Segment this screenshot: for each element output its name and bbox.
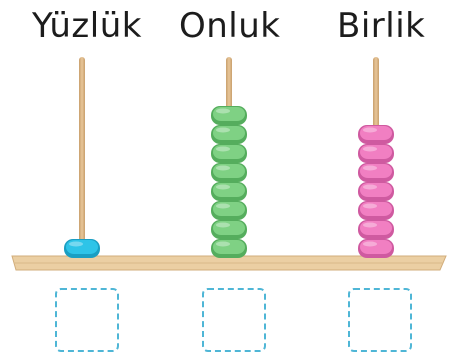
bead-birlik xyxy=(358,182,394,201)
answer-box-birlik[interactable] xyxy=(348,288,412,352)
bead-onluk xyxy=(211,144,247,163)
answer-box-onluk[interactable] xyxy=(202,288,266,352)
answer-box-yuzluk[interactable] xyxy=(55,288,119,352)
bead-birlik xyxy=(358,125,394,144)
bead-onluk xyxy=(211,106,247,125)
bead-onluk xyxy=(211,239,247,258)
rod-yuzluk xyxy=(79,57,85,260)
bead-birlik xyxy=(358,163,394,182)
bead-onluk xyxy=(211,201,247,220)
bead-onluk xyxy=(211,125,247,144)
bead-birlik xyxy=(358,201,394,220)
bead-birlik xyxy=(358,144,394,163)
bead-birlik xyxy=(358,220,394,239)
bead-birlik xyxy=(358,239,394,258)
bead-onluk xyxy=(211,163,247,182)
bead-onluk xyxy=(211,220,247,239)
bead-onluk xyxy=(211,182,247,201)
bead-yuzluk xyxy=(64,239,100,258)
